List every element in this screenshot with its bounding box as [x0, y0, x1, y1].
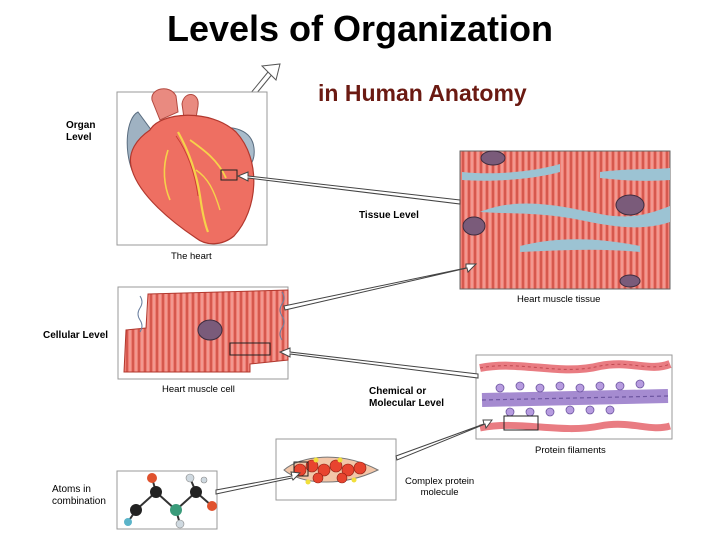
label-tissue-level: Tissue Level — [359, 210, 419, 221]
caption-complex-protein: Complex protein molecule — [405, 476, 475, 498]
outgoing-arrow — [249, 63, 281, 95]
filament-panel — [475, 354, 673, 440]
complex-protein-panel — [275, 438, 397, 501]
page-subtitle: in Human Anatomy — [318, 80, 527, 106]
heart-illustration — [126, 88, 255, 245]
connector-arrows — [215, 171, 493, 495]
label-atoms: Atoms in combination — [52, 484, 106, 507]
caption-heart-muscle-cell: Heart muscle cell — [162, 384, 235, 395]
cell-panel — [117, 286, 289, 380]
tissue-panel — [459, 150, 671, 290]
label-cellular-level: Cellular Level — [43, 330, 109, 341]
label-organ-level: Organ Level — [66, 120, 96, 143]
caption-protein-filaments: Protein filaments — [535, 445, 606, 456]
atoms-panel — [116, 470, 218, 530]
caption-heart-muscle-tissue: Heart muscle tissue — [517, 294, 601, 305]
caption-heart: The heart — [171, 251, 212, 262]
label-chemical-level: Chemical or Molecular Level — [369, 386, 445, 409]
heart-panel — [116, 88, 268, 246]
page-title: Levels of Organization — [166, 8, 554, 49]
